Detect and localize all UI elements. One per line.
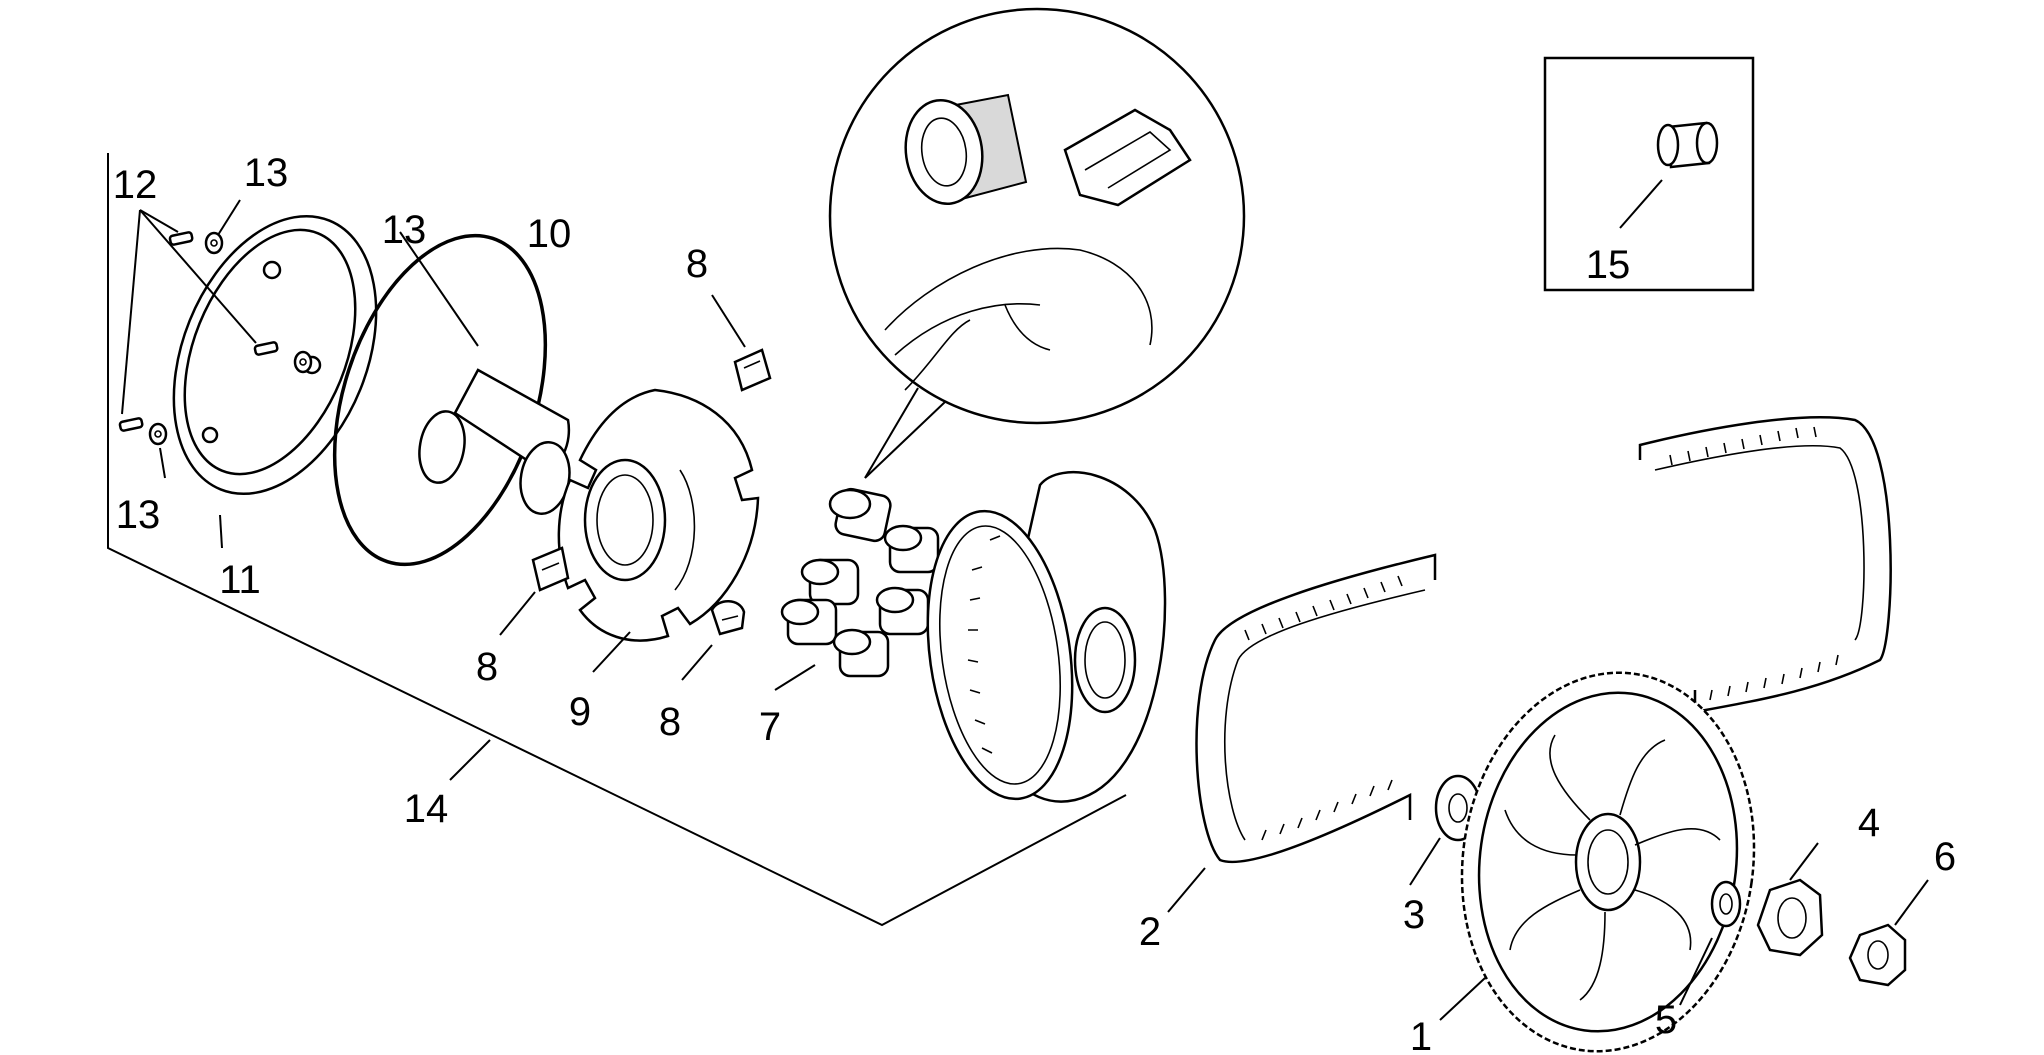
roller-2 [800, 558, 860, 606]
washer-top [204, 231, 224, 255]
drive-belt [1195, 416, 1892, 864]
roller-4 [780, 598, 838, 646]
callout-labels: 1 2 3 4 5 6 7 8 8 8 9 10 11 12 13 13 13 … [113, 151, 1956, 1055]
lock-nut-4 [1756, 878, 1824, 957]
roller-1 [828, 487, 892, 543]
roller-weight-set [780, 487, 940, 678]
callout-13-middle: 13 [382, 208, 427, 252]
inset-box [1543, 56, 1755, 292]
callout-7: 7 [759, 705, 781, 749]
screw-bottom [118, 417, 144, 432]
screw-middle [253, 341, 279, 356]
slider-shoe-top [733, 348, 772, 392]
callout-2: 2 [1139, 910, 1161, 954]
detail-roller [904, 93, 1028, 206]
washer-middle [293, 350, 313, 374]
ramp-plate [557, 388, 760, 642]
roller-6 [832, 628, 890, 678]
detail-magnifier [828, 7, 1246, 479]
slider-shoe-left [531, 546, 570, 592]
callout-14: 14 [404, 787, 449, 831]
screw-top [168, 231, 194, 246]
slider-shoe-bottom [710, 600, 746, 636]
callout-9: 9 [569, 690, 591, 734]
callout-10: 10 [527, 212, 572, 256]
callout-4: 4 [1858, 801, 1880, 845]
callout-15: 15 [1586, 243, 1631, 287]
sleeve-bushing [418, 368, 571, 515]
washer-5 [1710, 880, 1742, 928]
callout-5: 5 [1655, 998, 1677, 1042]
callout-12: 12 [113, 163, 158, 207]
leader-lines [121, 199, 1929, 1021]
callout-1: 1 [1410, 1015, 1432, 1055]
callout-8-left: 8 [476, 645, 498, 689]
callout-3: 3 [1403, 893, 1425, 937]
callout-6: 6 [1934, 835, 1956, 879]
hex-nut-6 [1848, 923, 1907, 987]
roller-3 [883, 524, 940, 574]
callout-13-top: 13 [244, 151, 289, 195]
callout-11: 11 [219, 558, 261, 602]
callout-8-bottom: 8 [659, 700, 681, 744]
washer-bottom [148, 422, 168, 446]
callout-13-bottom: 13 [116, 493, 161, 537]
roller-5 [875, 586, 930, 636]
detail-slider-shoe [1063, 108, 1192, 207]
variator-pulley [926, 471, 1167, 803]
callout-8-top: 8 [686, 242, 708, 286]
inset-bushing [1656, 121, 1719, 169]
assembly-bracket-14 [107, 153, 1127, 927]
fan-gear-1 [1460, 671, 1756, 1053]
